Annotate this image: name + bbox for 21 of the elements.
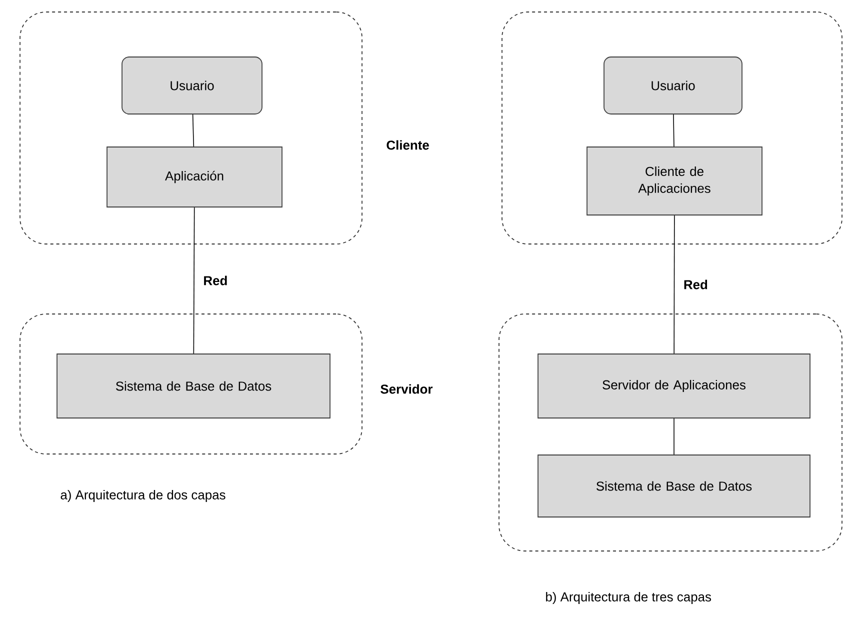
connector-line [193, 207, 195, 354]
user-box: Usuario [604, 56, 742, 114]
process-box: Sistema de Base de Datos [538, 454, 810, 518]
process-box: Cliente de Aplicaciones [586, 146, 762, 216]
process-box: Servidor de Aplicaciones [538, 354, 810, 418]
layer-label: Cliente [386, 140, 429, 150]
caption: a) Arquitectura de dos capas [60, 490, 226, 502]
layer-label: Servidor [380, 384, 433, 394]
dashed-group-box [502, 12, 842, 244]
dashed-group-box [20, 314, 362, 454]
process-box: Sistema de Base de Datos [56, 354, 330, 418]
connector-line [192, 114, 194, 147]
connector-line [674, 215, 675, 354]
user-box: Usuario [122, 56, 262, 114]
caption: b) Arquitectura de tres capas [546, 592, 711, 604]
process-box: Aplicación [106, 146, 282, 208]
edge-label: Red [204, 276, 227, 286]
connector-line [673, 114, 674, 147]
dashed-group-box [20, 12, 362, 244]
edge-label: Red [684, 280, 708, 290]
dashed-group-box [498, 314, 842, 552]
